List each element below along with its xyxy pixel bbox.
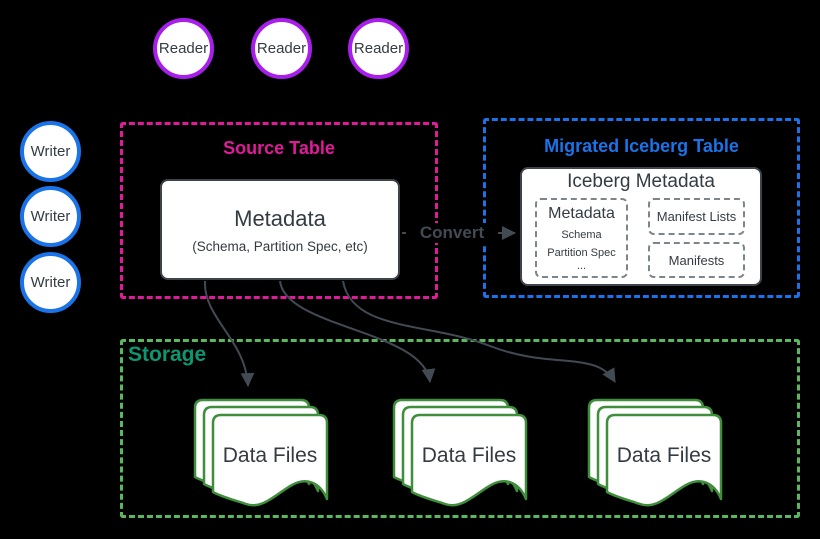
writer-node-2: Writer <box>20 186 81 247</box>
reader-label: Reader <box>256 40 307 57</box>
iceberg-metadata-item-schema: Schema <box>561 229 602 241</box>
data-files-label-1: Data Files <box>222 444 318 467</box>
migrated-iceberg-table-region <box>483 118 800 298</box>
storage-region <box>120 339 800 518</box>
reader-node-1: Reader <box>153 18 214 79</box>
writer-label: Writer <box>30 143 71 160</box>
reader-label: Reader <box>158 40 209 57</box>
manifest-lists-node: Manifest Lists <box>648 198 745 235</box>
manifests-label: Manifests <box>668 252 725 268</box>
iceberg-metadata-detail-title: Metadata <box>548 205 615 222</box>
data-files-label-3: Data Files <box>616 444 712 467</box>
storage-title: Storage <box>128 343 207 366</box>
writer-label: Writer <box>30 274 71 291</box>
writer-node-3: Writer <box>20 252 81 313</box>
writer-node-1: Writer <box>20 121 81 182</box>
source-metadata-node: Metadata (Schema, Partition Spec, etc) <box>160 179 400 280</box>
iceberg-metadata-title: Iceberg Metadata <box>567 171 715 192</box>
iceberg-metadata-detail-node: Metadata Schema Partition Spec ... <box>535 198 628 278</box>
manifests-node: Manifests <box>648 242 745 278</box>
reader-label: Reader <box>353 40 404 57</box>
source-metadata-title: Metadata <box>234 205 326 231</box>
writer-label: Writer <box>30 208 71 225</box>
reader-node-3: Reader <box>348 18 409 79</box>
convert-label: Convert <box>406 223 498 243</box>
source-table-title: Source Table <box>223 138 335 158</box>
iceberg-metadata-item-ellipsis: ... <box>576 260 587 272</box>
reader-node-2: Reader <box>251 18 312 79</box>
source-metadata-subtitle: (Schema, Partition Spec, etc) <box>192 238 368 254</box>
source-table-region <box>120 122 438 299</box>
migrated-iceberg-table-title: Migrated Iceberg Table <box>544 136 739 156</box>
data-files-label-2: Data Files <box>421 444 517 467</box>
manifest-lists-label: Manifest Lists <box>656 209 737 224</box>
iceberg-metadata-item-partition-spec: Partition Spec <box>547 247 616 259</box>
